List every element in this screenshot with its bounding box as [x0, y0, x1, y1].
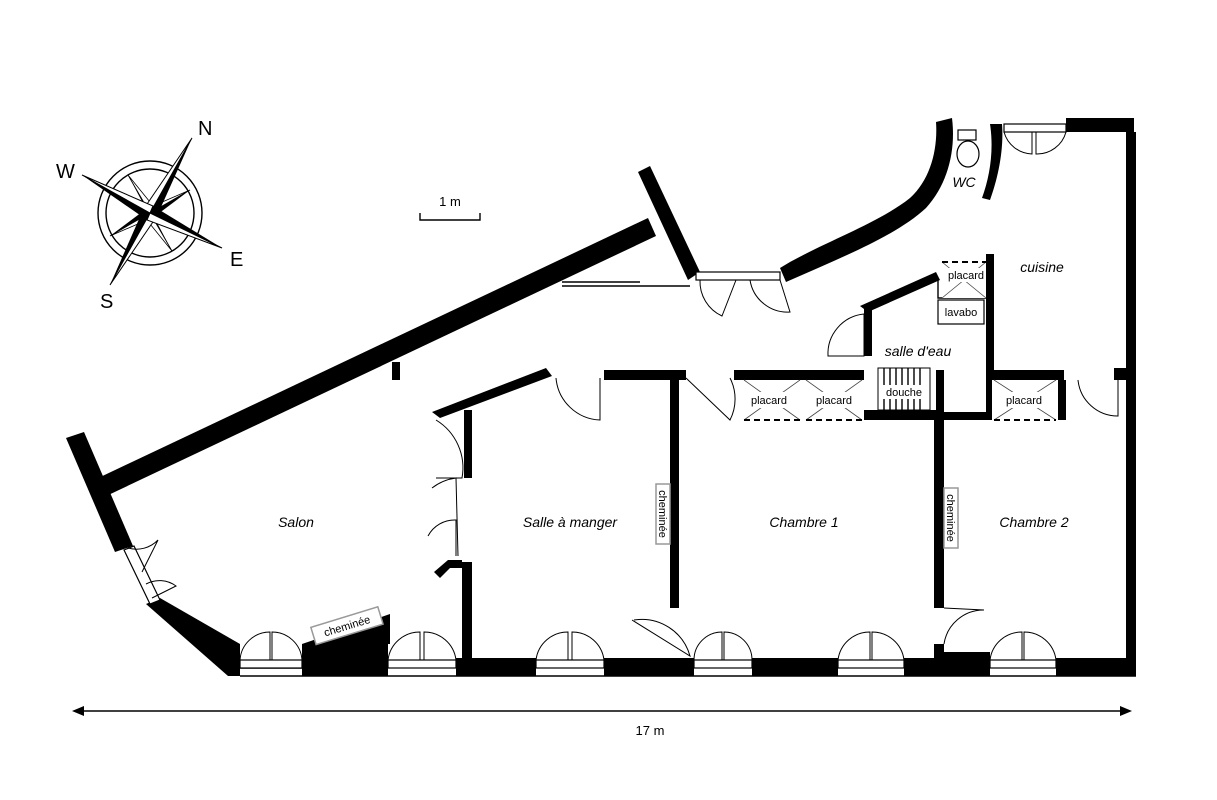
window-chambre1-b — [837, 631, 905, 669]
cheminee-ch2: cheminée — [943, 487, 959, 549]
room-label-cuisine: cuisine — [1020, 259, 1064, 275]
compass-south-label: S — [100, 291, 113, 313]
door-salle-deau — [827, 313, 865, 357]
placard-1: placard — [743, 379, 801, 421]
placards: placard placard placard placard — [743, 261, 1057, 421]
dimension-line: 17 m — [72, 706, 1132, 738]
room-label-chambre-1: Chambre 1 — [769, 514, 838, 530]
cheminee-ch2-label: cheminée — [944, 494, 956, 542]
room-label-salon: Salon — [278, 514, 314, 530]
window-salon-west — [123, 539, 177, 605]
door-chambre2-bottom — [943, 607, 985, 645]
window-salon-1 — [239, 631, 303, 669]
window-chambre2 — [989, 631, 1057, 669]
window-entry — [695, 271, 791, 317]
placard-2-label: placard — [816, 395, 852, 407]
window-kitchen — [1003, 123, 1067, 155]
door-sam-top — [555, 377, 601, 421]
compass-north-label: N — [198, 118, 212, 140]
window-chambre1-a — [693, 631, 753, 669]
dimension-label: 17 m — [636, 723, 665, 738]
room-label-wc: WC — [952, 174, 976, 190]
interior-walls — [432, 254, 1066, 658]
douche-label: douche — [886, 387, 922, 399]
compass-east-label: E — [230, 249, 243, 271]
room-label-salle-deau: salle d'eau — [885, 343, 952, 359]
scale-bar-label: 1 m — [439, 194, 461, 209]
placard-2: placard — [805, 379, 863, 421]
room-labels: Salon Salle à manger Chambre 1 Chambre 2… — [278, 174, 1069, 530]
exterior-walls — [66, 118, 1136, 677]
placard-1-label: placard — [751, 395, 787, 407]
window-salon-2 — [387, 631, 457, 669]
douche: douche — [877, 367, 931, 411]
compass-west-label: W — [56, 161, 75, 183]
door-chambre1-top — [685, 377, 736, 421]
wc-toilet — [956, 129, 980, 168]
room-label-salle-a-manger: Salle à manger — [523, 514, 619, 530]
placard-kitchen: placard — [941, 261, 987, 299]
door-salon-sam-b — [431, 477, 459, 557]
compass-rose: N W E S — [56, 118, 243, 313]
lavabo: lavabo — [937, 299, 985, 325]
windows — [123, 123, 1067, 669]
room-label-chambre-2: Chambre 2 — [999, 514, 1068, 530]
cheminee-sam: cheminée — [655, 483, 671, 545]
scale-bar: 1 m — [419, 194, 481, 221]
placard-kitchen-label: placard — [948, 270, 984, 282]
placard-3-label: placard — [1006, 395, 1042, 407]
placard-3: placard — [993, 379, 1057, 421]
doors — [427, 313, 1119, 658]
lavabo-label: lavabo — [945, 307, 977, 319]
cheminee-sam-label: cheminée — [656, 490, 668, 538]
window-sam — [535, 631, 605, 669]
door-salon-sam-a — [435, 419, 464, 479]
door-chambre2-top — [1077, 379, 1119, 417]
door-salon-sam-c — [427, 519, 457, 556]
door-chambre1-bottom — [631, 618, 691, 658]
